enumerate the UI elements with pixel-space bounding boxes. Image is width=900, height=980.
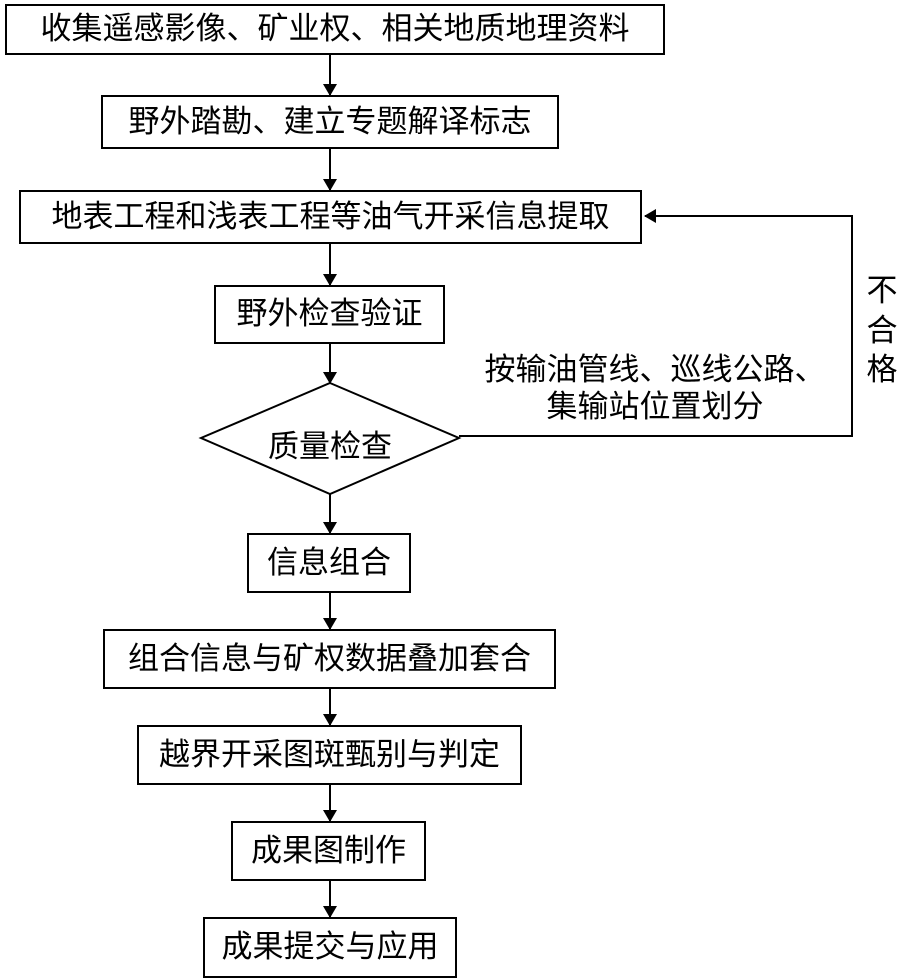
step-overlay-rights: 组合信息与矿权数据叠加套合 [103,629,556,689]
step-map-production-label: 成果图制作 [251,832,406,869]
step-collect-data: 收集遥感影像、矿业权、相关地质地理资料 [5,4,665,55]
step-info-combination: 信息组合 [247,533,411,593]
step-field-verification-label: 野外检查验证 [236,296,423,332]
step-info-extraction-label: 地表工程和浅表工程等油气开采信息提取 [51,198,610,235]
step-info-combination-label: 信息组合 [267,544,391,581]
step-overlay-rights-label: 组合信息与矿权数据叠加套合 [128,640,531,677]
decision-label: 质量检查 [268,429,392,465]
side-note-line-2: 集输站位置划分 [546,389,764,426]
step-field-survey-label: 野外踏勘、建立专题解译标志 [128,103,532,140]
step-field-verification: 野外检查验证 [214,285,445,344]
feedback-arrow [459,209,853,437]
decision-diamond [198,381,462,496]
feedback-label-text: 不合格 [866,273,898,389]
step-collect-data-label: 收集遥感影像、矿业权、相关地质地理资料 [40,11,630,47]
step-field-survey: 野外踏勘、建立专题解译标志 [101,95,559,149]
feedback-label: 不合格 [865,272,899,391]
step-submit-apply-label: 成果提交与应用 [221,929,439,965]
step-submit-apply: 成果提交与应用 [203,917,457,978]
step-map-production: 成果图制作 [231,821,426,881]
side-note-line-1: 按输油管线、巡线公路、 [484,352,826,388]
side-note: 按输油管线、巡线公路、 集输站位置划分 [470,352,840,426]
step-info-extraction: 地表工程和浅表工程等油气开采信息提取 [19,190,642,244]
step-identification: 越界开采图斑甄别与判定 [137,725,522,785]
step-identification-label: 越界开采图斑甄别与判定 [159,736,500,773]
